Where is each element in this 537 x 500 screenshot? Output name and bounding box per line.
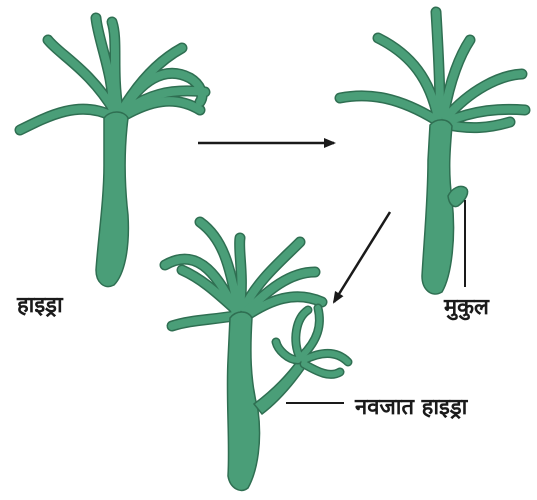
- label-bud: मुकुल: [444, 297, 489, 319]
- hydra-adult-body: [96, 112, 128, 287]
- hydra-budding: [340, 12, 525, 294]
- hydra-adult: [20, 18, 205, 287]
- label-new-hydra: नवजात हाइड्रा: [355, 397, 467, 419]
- hydra-mature-body: [227, 312, 259, 490]
- label-hydra: हाइड्रा: [17, 295, 63, 317]
- arrow-budding-to-new: [334, 212, 390, 302]
- offspring-stalk: [254, 358, 306, 414]
- hydra-with-offspring: [165, 222, 348, 490]
- hydra-budding-body: [422, 120, 454, 294]
